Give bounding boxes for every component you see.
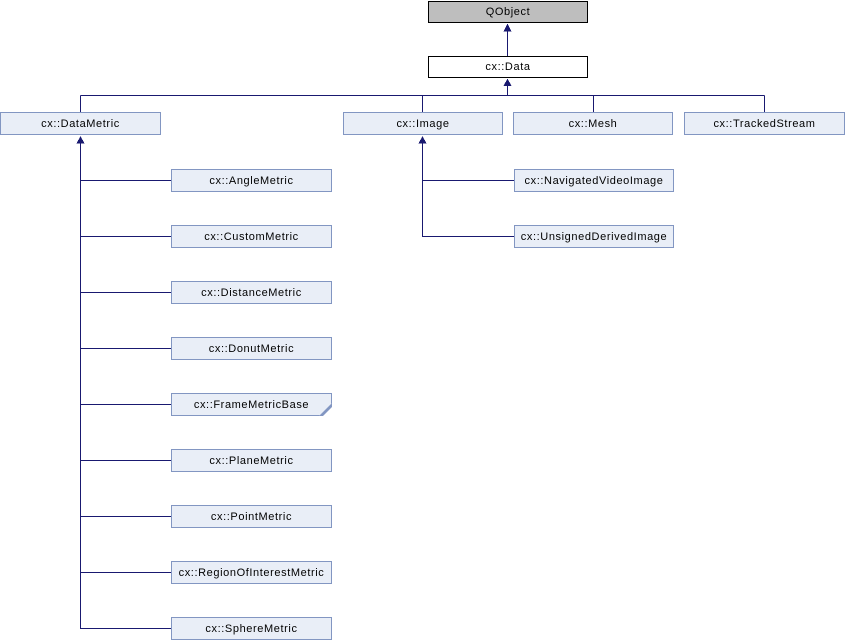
node-cx-datametric[interactable]: cx::DataMetric [0, 112, 161, 135]
node-cx-anglemetric[interactable]: cx::AngleMetric [171, 169, 332, 192]
node-cx-unsignedderivedimage-label: cx::UnsignedDerivedImage [520, 230, 668, 243]
node-cx-image-label: cx::Image [396, 117, 450, 130]
node-cx-trackedstream[interactable]: cx::TrackedStream [684, 112, 845, 135]
node-cx-anglemetric-label: cx::AngleMetric [209, 174, 294, 187]
node-cx-navigatedvideoimage[interactable]: cx::NavigatedVideoImage [514, 169, 674, 192]
node-cx-distancemetric-label: cx::DistanceMetric [201, 286, 302, 299]
node-cx-donutmetric[interactable]: cx::DonutMetric [171, 337, 332, 360]
node-cx-pointmetric-label: cx::PointMetric [210, 510, 293, 523]
node-cx-custommetric-label: cx::CustomMetric [204, 230, 299, 243]
node-cx-image[interactable]: cx::Image [343, 112, 503, 135]
truncated-corner-icon [319, 403, 332, 416]
node-cx-regionofinterestmetric[interactable]: cx::RegionOfInterestMetric [171, 561, 332, 584]
node-cx-regionofinterestmetric-label: cx::RegionOfInterestMetric [178, 566, 325, 579]
node-cx-mesh[interactable]: cx::Mesh [513, 112, 673, 135]
node-cx-distancemetric[interactable]: cx::DistanceMetric [171, 281, 332, 304]
node-qobject-label: QObject [485, 6, 531, 18]
node-cx-framemetricbase[interactable]: cx::FrameMetricBase [171, 393, 332, 416]
node-cx-trackedstream-label: cx::TrackedStream [713, 117, 816, 130]
node-cx-datametric-label: cx::DataMetric [41, 117, 120, 130]
node-cx-spheremetric[interactable]: cx::SphereMetric [171, 617, 332, 640]
node-cx-unsignedderivedimage[interactable]: cx::UnsignedDerivedImage [514, 225, 674, 248]
node-cx-data-label: cx::Data [485, 61, 531, 73]
node-qobject: QObject [428, 1, 588, 23]
node-cx-planemetric-label: cx::PlaneMetric [209, 454, 294, 467]
node-cx-donutmetric-label: cx::DonutMetric [208, 342, 295, 355]
node-cx-mesh-label: cx::Mesh [568, 117, 618, 130]
node-cx-framemetricbase-label: cx::FrameMetricBase [193, 398, 310, 411]
node-cx-planemetric[interactable]: cx::PlaneMetric [171, 449, 332, 472]
node-cx-spheremetric-label: cx::SphereMetric [205, 622, 298, 635]
node-cx-pointmetric[interactable]: cx::PointMetric [171, 505, 332, 528]
node-cx-navigatedvideoimage-label: cx::NavigatedVideoImage [524, 174, 664, 187]
node-cx-custommetric[interactable]: cx::CustomMetric [171, 225, 332, 248]
node-cx-data: cx::Data [428, 56, 588, 78]
